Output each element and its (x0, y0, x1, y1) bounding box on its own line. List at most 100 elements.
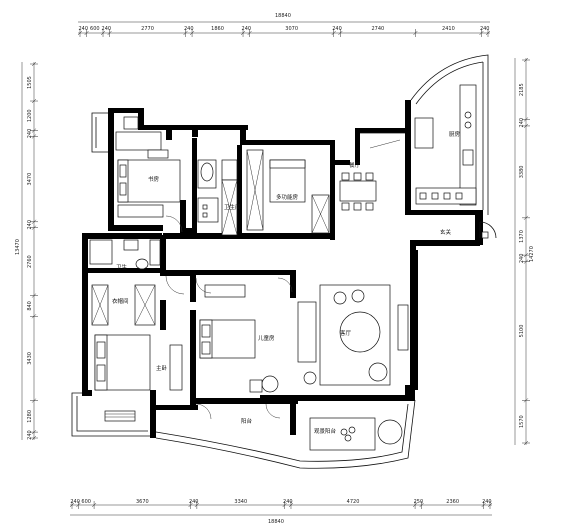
right-dimension-label: 1570 (519, 415, 525, 428)
top-dimension-tick (479, 30, 484, 36)
bottom-dimension-tick (487, 502, 493, 508)
right-dimension-label: 1370 (519, 230, 525, 243)
right-dimension-tick (523, 440, 529, 446)
top-dimension-label: 240 (242, 26, 252, 32)
right-dimension-tick (523, 117, 529, 122)
bottom-dimension-label: 240 (482, 499, 492, 505)
left-dimension-label: 2760 (27, 255, 33, 268)
right-dimension-tick (523, 252, 529, 258)
top-dimension-tick (77, 30, 83, 36)
right-dimension-label: 240 (519, 254, 525, 264)
bottom-dimension-tick (419, 502, 424, 508)
bottom-dimension-tick (288, 502, 294, 508)
left-dimension-label: 1200 (27, 109, 33, 122)
entry-door (479, 221, 497, 239)
kitchen-counter (414, 84, 477, 206)
room-label-living-balcony: 观景阳台 (314, 427, 337, 435)
left-dimension-label: 240 (27, 220, 33, 230)
left-dimension-tick (31, 435, 37, 441)
top-dimension-label: 240 (332, 26, 342, 32)
top-dimension-tick (100, 30, 106, 36)
top-dimension-tick (183, 30, 188, 36)
right-dimension-tick (523, 57, 529, 63)
top-dimension-label: 1860 (211, 26, 224, 32)
bottom-dimension-tick (194, 502, 200, 508)
room-label-kitchen: 厨房 (449, 130, 461, 138)
top-dimension-tick (413, 30, 418, 36)
top-dimension-label: 2770 (141, 26, 154, 32)
right-dimension-tick (523, 123, 529, 129)
bottom-dimension-label: 4720 (347, 499, 360, 505)
bottom-dimension-label: 240 (283, 499, 293, 505)
left-dimension-label: 240 (27, 430, 33, 440)
top-dimension-tick (331, 30, 336, 36)
left-dimension-label: 1505 (27, 76, 33, 89)
room-labels: 书房 卫生间 多功能房 厨房 餐厅 玄关 卫生 衣帽间 主卧 儿童房 客厅 阳台… (112, 130, 461, 435)
top-dimension-label: 240 (102, 26, 112, 32)
top-dimension-tick (84, 30, 89, 36)
bottom-dimension-label: 240 (70, 499, 80, 505)
left-dimension-label: 840 (27, 301, 33, 311)
bottom-dimension-tick (76, 502, 81, 508)
balcony-outlines (71, 54, 489, 469)
left-dimension-tick (31, 225, 37, 230)
left-dimension-label: 240 (27, 129, 33, 139)
left-dimension-tick (31, 219, 37, 224)
left-dimension-tick (31, 61, 37, 67)
right-dimension-label: 3380 (519, 166, 525, 179)
left-dimension-tick (31, 398, 37, 403)
right-dimension-tick (523, 259, 529, 264)
dining-table (339, 172, 377, 211)
bottom-dimension-tick (481, 502, 486, 508)
master-bed (94, 334, 183, 422)
room-label-bath: 卫生间 (224, 203, 241, 211)
top-dimension-label: 240 (79, 26, 89, 32)
left-dimension-label: 1280 (27, 410, 33, 423)
top-dimension-tick (338, 30, 343, 36)
living-furniture (297, 284, 409, 386)
top-dimension-label: 240 (480, 26, 490, 32)
room-label-multi-room: 多功能房 (276, 193, 299, 201)
bottom-dimension-label: 3670 (136, 499, 149, 505)
bath-fixtures (197, 159, 238, 236)
right-dimension-label: 5100 (519, 325, 525, 338)
right-dimension-label: 240 (519, 118, 525, 128)
left-dimension-tick (31, 429, 37, 435)
top-dimension-label: 3070 (285, 26, 298, 32)
child-bed (199, 284, 279, 393)
left-dimension-tick (31, 98, 37, 104)
left-dimension-tick (31, 293, 37, 298)
top-dimension-tick (485, 30, 491, 36)
right-dimension-tick (523, 215, 529, 221)
multi-room-furniture (246, 149, 330, 234)
bottom-dimension-label: 3340 (234, 499, 247, 505)
room-label-bedroom-child: 儿童房 (258, 334, 275, 342)
room-label-living: 客厅 (340, 329, 352, 337)
top-dimension-tick (247, 30, 252, 36)
walls (82, 100, 483, 438)
left-dimension-tick (31, 134, 37, 139)
top-dimension-tick (189, 30, 195, 36)
guest-bath-fixtures (89, 239, 161, 270)
right-total-dimension: 14270 (529, 246, 535, 262)
room-label-entry: 玄关 (440, 228, 452, 236)
bottom-dimension-label: 2360 (446, 499, 459, 505)
left-dimension-tick (31, 314, 37, 319)
room-label-cloak: 衣帽间 (112, 297, 129, 305)
cloak-wardrobes (91, 284, 156, 326)
bottom-dimension-tick (188, 502, 193, 508)
top-dimension-tick (107, 30, 112, 36)
bottom-dimension-tick (91, 502, 97, 508)
bottom-dimension-label: 600 (81, 499, 91, 505)
bottom-total-dimension: 18840 (268, 519, 284, 525)
door-swings (165, 215, 293, 420)
study-bed (117, 159, 181, 218)
left-dimension-tick (31, 128, 37, 133)
room-label-master-study: 书房 (148, 175, 160, 183)
left-dimension-chain: 13470 1505120024034702402760840343012802… (15, 61, 38, 441)
bottom-dimension-label: 240 (189, 499, 199, 505)
room-label-balcony: 阳台 (241, 417, 253, 425)
